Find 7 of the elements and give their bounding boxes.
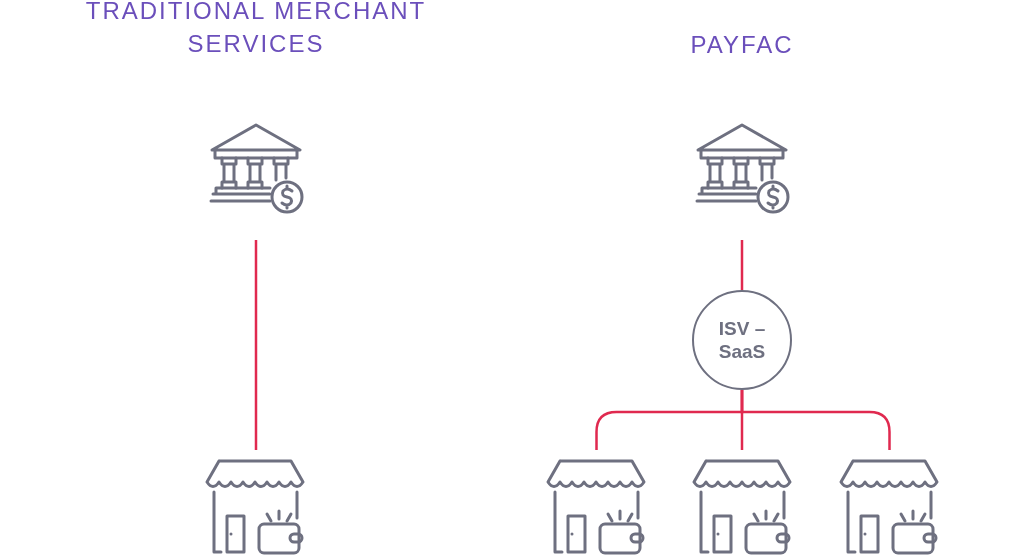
circle-label: ISV – SaaS xyxy=(717,317,767,363)
connector-line xyxy=(740,390,891,450)
connector-line xyxy=(740,240,744,290)
column-heading: TRADITIONAL MERCHANT SERVICES xyxy=(84,0,428,59)
connector-line xyxy=(254,240,258,450)
column-heading: PAYFAC xyxy=(689,30,795,60)
isv-circle xyxy=(692,290,792,390)
